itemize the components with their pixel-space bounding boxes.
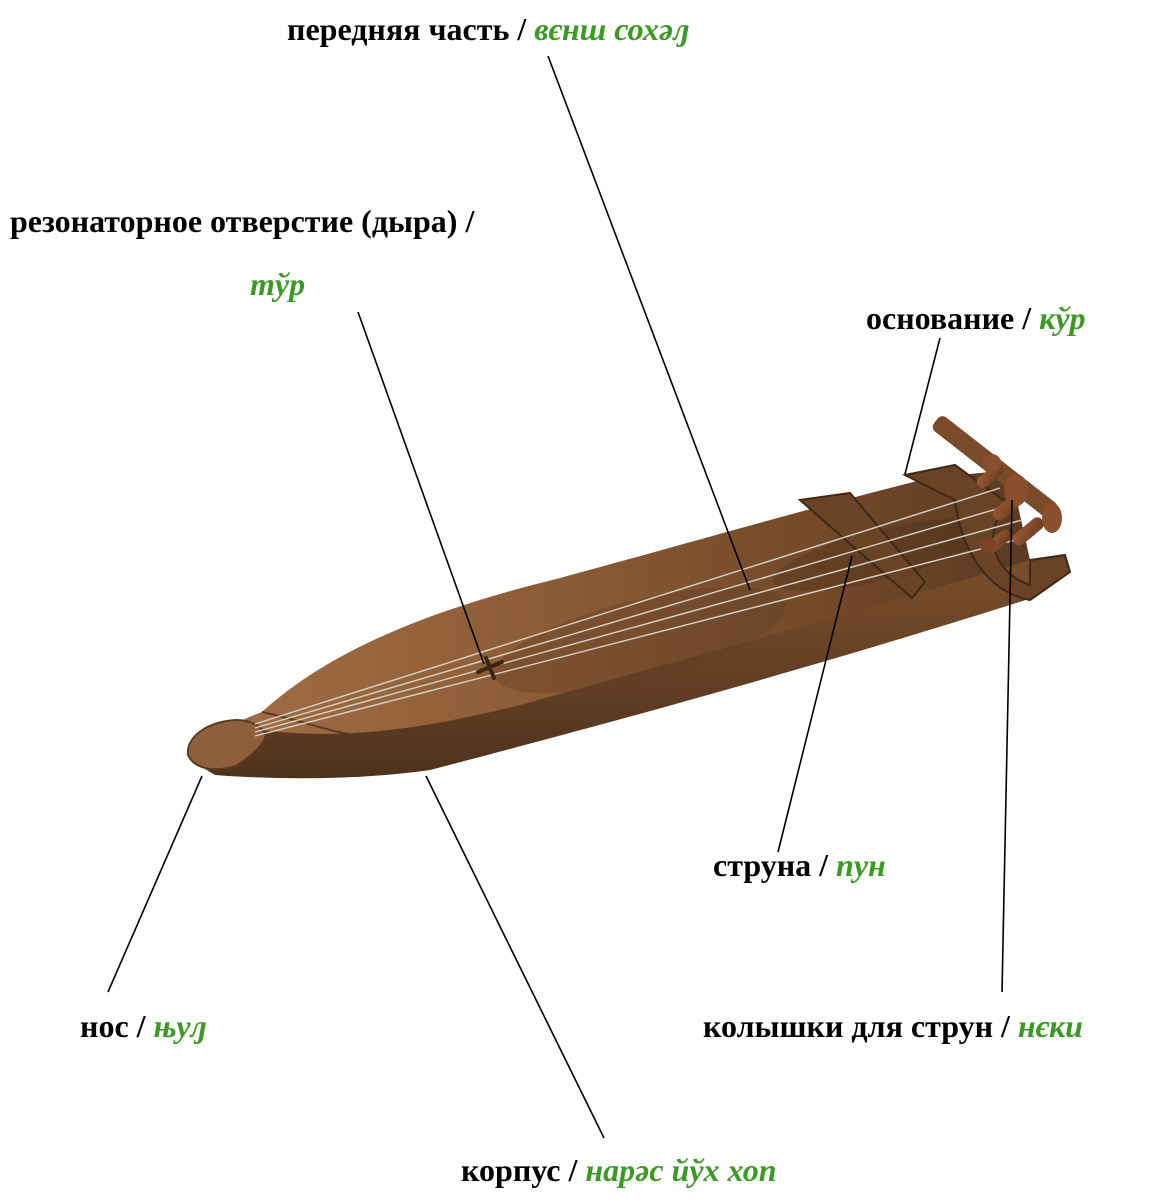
label-body-term: нарәс йўх хоп xyxy=(585,1152,776,1188)
label-base: основание / кўр xyxy=(866,302,1086,334)
label-hole-line2: тўр xyxy=(250,268,305,300)
label-string-ru: струна / xyxy=(713,847,836,883)
label-pegs: колышки для струн / нєки xyxy=(703,1010,1083,1042)
label-string-term: пун xyxy=(836,847,886,883)
leader-line-front xyxy=(548,56,750,590)
label-front-term: вєнш сохәԓ xyxy=(534,11,689,47)
leader-line-hole xyxy=(358,312,484,664)
label-pegs-term: нєки xyxy=(1018,1008,1083,1044)
label-hole-line1: резонаторное отверстие (дыра) / xyxy=(10,205,474,237)
leader-line-base xyxy=(905,338,940,474)
label-pegs-ru: колышки для струн / xyxy=(703,1008,1018,1044)
leader-line-body xyxy=(426,776,604,1138)
label-hole-term: тўр xyxy=(250,266,305,302)
label-nose-term: њуԓ xyxy=(154,1008,207,1044)
leader-line-nose xyxy=(108,776,202,992)
label-base-ru: основание / xyxy=(866,300,1039,336)
label-base-term: кўр xyxy=(1039,300,1085,336)
label-nose-ru: нос / xyxy=(80,1008,154,1044)
label-nose: нос / њуԓ xyxy=(80,1010,207,1042)
label-hole-ru: резонаторное отверстие (дыра) / xyxy=(10,203,474,239)
label-front: передняя часть / вєнш сохәԓ xyxy=(287,13,690,45)
label-front-ru: передняя часть / xyxy=(287,11,534,47)
label-body: корпус / нарәс йўх хоп xyxy=(461,1154,777,1186)
label-body-ru: корпус / xyxy=(461,1152,585,1188)
label-string: струна / пун xyxy=(713,849,886,881)
